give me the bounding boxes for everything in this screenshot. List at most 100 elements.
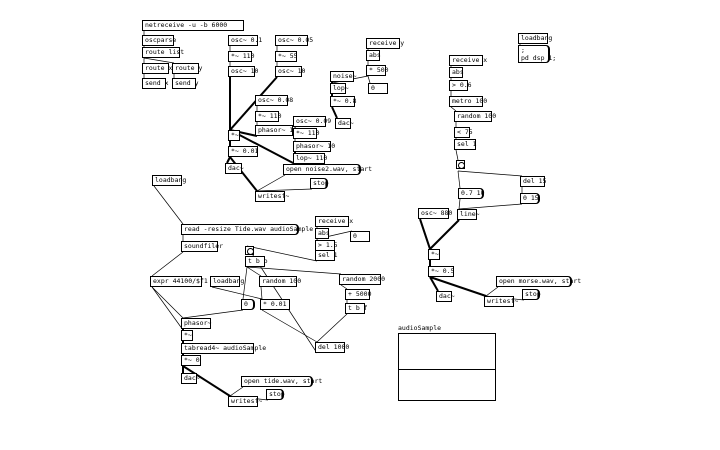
control-patch-cord[interactable] [340, 284, 348, 290]
object-box-o2[interactable]: oscparse [142, 35, 176, 46]
control-patch-cord[interactable] [151, 251, 184, 277]
signal-patch-cord[interactable] [419, 218, 431, 250]
object-box-o48[interactable]: osc~ 880 [418, 208, 452, 219]
object-box-o35[interactable]: loadbang [518, 33, 552, 44]
object-box-o70[interactable]: + 5000 [345, 289, 371, 300]
object-box-o78[interactable]: del 1000 [315, 342, 349, 353]
object-box-o41[interactable]: random 100 [454, 111, 496, 122]
object-box-o10[interactable]: osc~ 10 [228, 66, 258, 77]
control-patch-cord[interactable] [182, 309, 244, 319]
audio-sample-array[interactable] [398, 333, 496, 401]
object-box-o1[interactable]: netreceive -u -b 6000 [142, 20, 244, 31]
object-box-o4[interactable]: route x [142, 63, 172, 74]
object-box-o74[interactable]: phasor~ [181, 318, 211, 329]
control-patch-cord[interactable] [256, 174, 286, 192]
object-box-o40[interactable]: metro 100 [449, 96, 487, 107]
object-box-o9[interactable]: *~ 110 [228, 51, 254, 62]
object-box-o52[interactable]: dac~ [436, 291, 455, 302]
control-patch-cord[interactable] [458, 198, 461, 210]
message-box-o47[interactable]: 0 15 [520, 193, 540, 204]
control-patch-cord[interactable] [367, 75, 371, 84]
object-box-o16[interactable]: phasor~ 10 [255, 125, 297, 136]
control-patch-cord[interactable] [229, 386, 244, 397]
signal-patch-cord[interactable] [229, 156, 258, 192]
object-box-o58[interactable]: soundfiler [181, 241, 223, 252]
object-box-o8[interactable]: osc~ 0.1 [228, 35, 262, 46]
signal-patch-cord[interactable] [429, 219, 460, 250]
object-box-o11[interactable]: osc~ 0.05 [275, 35, 313, 46]
object-box-o65[interactable]: t b b [245, 256, 268, 267]
object-box-o46[interactable]: del 15 [520, 176, 546, 187]
message-box-o54[interactable]: stop [522, 289, 541, 300]
object-box-o63[interactable]: sel 1 [315, 250, 338, 261]
object-box-o19[interactable]: phasor~ 10 [293, 141, 335, 152]
object-box-o3[interactable]: route list [142, 47, 184, 58]
object-box-o39[interactable]: > 0.6 [449, 80, 472, 91]
object-box-o26[interactable]: writesf~ [255, 191, 289, 202]
message-box-o24[interactable]: open noise2.wav, start [283, 164, 372, 175]
control-patch-cord[interactable] [151, 286, 184, 319]
control-patch-cord[interactable] [455, 149, 459, 161]
object-box-o50[interactable]: *~ [428, 249, 440, 260]
message-box-o72[interactable]: 0 [241, 299, 255, 310]
object-box-o68[interactable]: random 100 [259, 276, 301, 287]
control-patch-cord[interactable] [256, 188, 313, 192]
object-box-o20[interactable]: lop~ 110 [293, 153, 327, 164]
object-box-o23[interactable]: dac~ [225, 163, 244, 174]
object-box-o66[interactable]: expr 44100/$f1 [150, 276, 208, 287]
signal-patch-cord[interactable] [429, 276, 487, 297]
object-box-o69[interactable]: random 2000 [339, 274, 385, 285]
object-box-o27[interactable]: receive y [366, 38, 404, 49]
object-box-o17[interactable]: osc~ 0.09 [293, 116, 331, 127]
object-box-o6[interactable]: send x [142, 78, 168, 89]
control-patch-cord[interactable] [151, 286, 184, 331]
message-box-o36[interactable]: ; pd dsp 1; [518, 45, 556, 63]
control-patch-cord[interactable] [211, 286, 263, 300]
control-patch-cord[interactable] [153, 185, 184, 225]
message-box-o53[interactable]: open morse.wav, start [496, 276, 581, 287]
object-box-o34[interactable]: dac~ [335, 118, 354, 129]
object-box-o31[interactable]: noise~ [330, 71, 356, 82]
object-box-o60[interactable]: abs [315, 228, 330, 239]
object-box-o18[interactable]: *~ 110 [293, 128, 319, 139]
control-patch-cord[interactable] [316, 313, 348, 343]
control-patch-cord[interactable] [457, 170, 523, 177]
control-patch-cord[interactable] [246, 266, 262, 277]
object-box-o13[interactable]: osc~ 10 [275, 66, 305, 77]
signal-patch-cord[interactable] [331, 106, 338, 119]
signal-patch-cord[interactable] [429, 276, 439, 292]
message-box-o25[interactable]: stop [310, 178, 329, 189]
bang-button-o44[interactable] [456, 160, 465, 169]
object-box-o79[interactable]: dac~ [181, 373, 200, 384]
object-box-o12[interactable]: *~ 55 [275, 51, 298, 62]
control-patch-cord[interactable] [450, 106, 457, 112]
object-box-o28[interactable]: abs [366, 50, 381, 61]
object-box-o5[interactable]: route y [172, 63, 202, 74]
message-box-o81[interactable]: stop [266, 389, 285, 400]
signal-patch-cord[interactable] [229, 129, 296, 165]
number-box-o61[interactable]: 0 [350, 231, 370, 242]
object-box-o33[interactable]: *~ 0.8 [330, 96, 356, 107]
object-box-o37[interactable]: receive x [449, 55, 487, 66]
object-box-o22[interactable]: *~ 0.01 [228, 146, 258, 157]
signal-patch-cord[interactable] [226, 156, 231, 164]
object-box-o29[interactable]: * 500 [366, 65, 389, 76]
object-box-o75[interactable]: *~ [181, 330, 193, 341]
signal-patch-cord[interactable] [229, 76, 278, 131]
object-box-o82[interactable]: writesf~ [228, 396, 262, 407]
object-box-o7[interactable]: send y [172, 78, 198, 89]
message-box-o57[interactable]: read -resize Tide.wav audioSample [181, 224, 313, 235]
object-box-o49[interactable]: line~ [457, 209, 480, 220]
object-box-o77[interactable]: *~ 0 [181, 355, 201, 366]
object-box-o42[interactable]: < 75 [454, 127, 473, 138]
control-patch-cord[interactable] [246, 266, 342, 275]
object-box-o32[interactable]: lop~ [330, 83, 349, 94]
object-box-o21[interactable]: *~ [228, 130, 240, 141]
object-box-o38[interactable]: abs [449, 67, 464, 78]
object-box-o43[interactable]: sel 1 [454, 139, 477, 150]
signal-patch-cord[interactable] [182, 365, 231, 397]
control-patch-cord[interactable] [458, 203, 523, 210]
object-box-o67[interactable]: loadbang [210, 276, 244, 287]
control-patch-cord[interactable] [246, 245, 318, 262]
